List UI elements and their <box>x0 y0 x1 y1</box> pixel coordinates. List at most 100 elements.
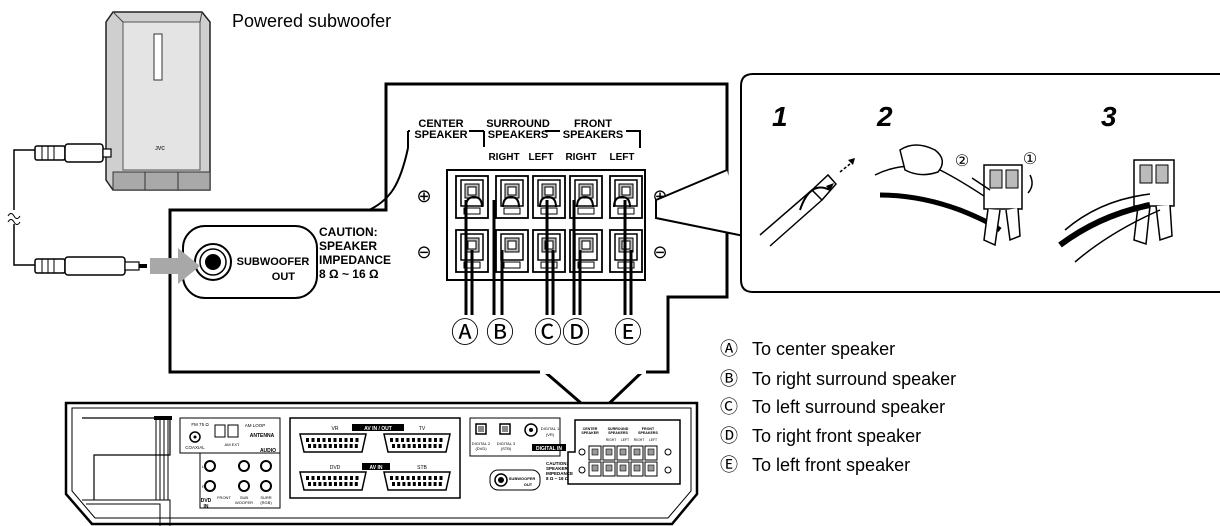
mini-terminal-2-1 <box>602 445 616 461</box>
steps-box: 1 2 3 ② ① <box>655 73 1220 293</box>
scart-port-3[interactable] <box>299 471 367 491</box>
rear-av-in: AV IN <box>370 465 383 471</box>
mini-minus-left <box>578 466 586 474</box>
surround-speakers-label-1: SURROUND <box>486 118 550 130</box>
rear-front-sp-1: FRONT <box>642 427 655 431</box>
subwoofer-cable <box>7 143 147 276</box>
rear-sub-out-2: OUT <box>524 482 533 487</box>
front-speakers-label-2: SPEAKERS <box>563 129 624 141</box>
mini-terminal-4-2 <box>630 461 644 477</box>
substep-1: ① <box>1023 151 1037 168</box>
terminal-bottom-3[interactable] <box>532 229 566 273</box>
minus-left: ⊖ <box>416 242 431 262</box>
terminal-top-1[interactable] <box>455 175 489 219</box>
rear-rl-1: RIGHT <box>606 438 617 442</box>
legend-d-text: To right front speaker <box>752 426 921 446</box>
speaker-wire-5 <box>623 200 633 315</box>
mini-terminal-1-1 <box>588 445 602 461</box>
rear-surr-1: SURR <box>260 495 271 500</box>
step-2-drawing: ② ① <box>874 144 1037 247</box>
step-3-drawing <box>1058 159 1175 263</box>
wire-loop-2 <box>502 195 520 208</box>
panel-caution-4: 8 Ω ~ 16 Ω <box>319 267 379 281</box>
rear-antenna-1: AM LOOP <box>245 423 266 428</box>
rear-digital3-2: (STB) <box>501 446 512 451</box>
legend: Ⓐ To center speaker Ⓑ To right surround … <box>720 339 956 475</box>
rear-am-ext: AM EXT <box>225 442 240 447</box>
rear-dvd-in-1: DVD <box>201 498 212 504</box>
speaker-terminal-block <box>446 169 646 315</box>
rear-rl-3: RIGHT <box>634 438 645 442</box>
substep-2: ② <box>955 153 969 170</box>
callout-a: Ⓐ <box>451 317 479 348</box>
mini-terminal-3-2 <box>616 461 630 477</box>
callout-d: Ⓓ <box>562 317 590 348</box>
rear-stb: STB <box>417 465 427 471</box>
legend-a-text: To center speaker <box>752 339 895 359</box>
rear-r: R <box>202 484 205 489</box>
mini-terminal-2-2 <box>602 461 616 477</box>
rear-surr-2: (RGB) <box>260 500 272 505</box>
subwoofer-title: Powered subwoofer <box>232 11 391 31</box>
front-speakers-label-1: FRONT <box>574 118 612 130</box>
legend-b-text: To right surround speaker <box>752 369 956 389</box>
rear-surround-2: SPEAKERS <box>608 431 628 435</box>
legend-c-text: To left surround speaker <box>752 397 945 417</box>
legend-b-mark: Ⓑ <box>720 369 738 389</box>
rear-sub-out-1: SUBWOOFER <box>509 476 536 481</box>
step-3-label: 3 <box>1101 101 1117 132</box>
surround-left-label: LEFT <box>529 152 554 163</box>
front-right-label: RIGHT <box>565 152 596 163</box>
rear-antenna-2: ANTENNA <box>250 433 275 439</box>
subwoofer-brand: JVC <box>155 146 165 152</box>
enlarged-panel: SUBWOOFER OUT CAUTION: SPEAKER IMPEDANCE… <box>150 82 729 419</box>
callout-b: Ⓑ <box>486 317 514 348</box>
rear-av-in-out: AV IN / OUT <box>364 426 392 432</box>
step-1-label: 1 <box>772 101 788 132</box>
rear-sub-woofer-1: SUB <box>240 495 249 500</box>
mini-plus-left <box>578 448 586 456</box>
rear-center-1: CENTER <box>583 427 598 431</box>
scart-port-4[interactable] <box>383 471 451 491</box>
legend-d-mark: Ⓓ <box>720 426 738 446</box>
center-speaker-label-1: CENTER <box>418 118 463 130</box>
mini-terminal-1-2 <box>588 461 602 477</box>
rear-digital3-1: DIGITAL 3 <box>497 441 516 446</box>
step-2-label: 2 <box>876 101 893 132</box>
wire-loop-5 <box>613 195 631 208</box>
rear-unit: FM 75 Ω COAXIAL AM LOOP ANTENNA AM EXT A… <box>64 401 699 526</box>
scart-connectors <box>299 433 451 491</box>
rear-vr: VR <box>332 426 339 432</box>
rear-l: L <box>202 464 205 469</box>
rear-center-2: SPEAKER <box>581 431 599 435</box>
plus-left: ⊕ <box>416 186 431 206</box>
surround-speakers-label-2: SPEAKERS <box>488 129 549 141</box>
rear-dvd-in-2: IN <box>204 504 209 510</box>
rear-digital2-2: (DVD) <box>475 446 487 451</box>
wire-loop-3 <box>539 195 557 208</box>
panel-caution-3: IMPEDANCE <box>319 253 391 267</box>
front-left-label: LEFT <box>610 152 635 163</box>
rear-dvd: DVD <box>330 465 341 471</box>
panel-subwoofer-out-1: SUBWOOFER <box>237 256 310 268</box>
subwoofer-unit: JVC <box>105 11 211 191</box>
callouts-group: Ⓐ Ⓑ Ⓒ Ⓓ Ⓔ <box>451 317 642 348</box>
mini-terminal-3-1 <box>616 445 630 461</box>
scart-port-2[interactable] <box>383 433 451 453</box>
rear-tv: TV <box>419 426 426 432</box>
rear-caution-4: 8 Ω ~ 16 Ω <box>546 476 569 481</box>
wire-loop-4 <box>576 195 594 208</box>
wire-loop-1 <box>465 195 483 208</box>
center-speaker-label-2: SPEAKER <box>414 129 467 141</box>
rear-fm-1: FM 75 Ω <box>191 422 209 427</box>
scart-port-1[interactable] <box>299 433 367 453</box>
insert-arrow <box>150 248 200 284</box>
speaker-wire-3 <box>545 200 555 315</box>
mini-plus-right <box>664 448 672 456</box>
rear-sub-woofer-2: WOOFER <box>235 500 253 505</box>
speaker-wire-1 <box>464 200 474 315</box>
mini-terminal-4-1 <box>630 445 644 461</box>
rear-rl-2: LEFT <box>621 438 629 442</box>
callout-e: Ⓔ <box>614 317 642 348</box>
